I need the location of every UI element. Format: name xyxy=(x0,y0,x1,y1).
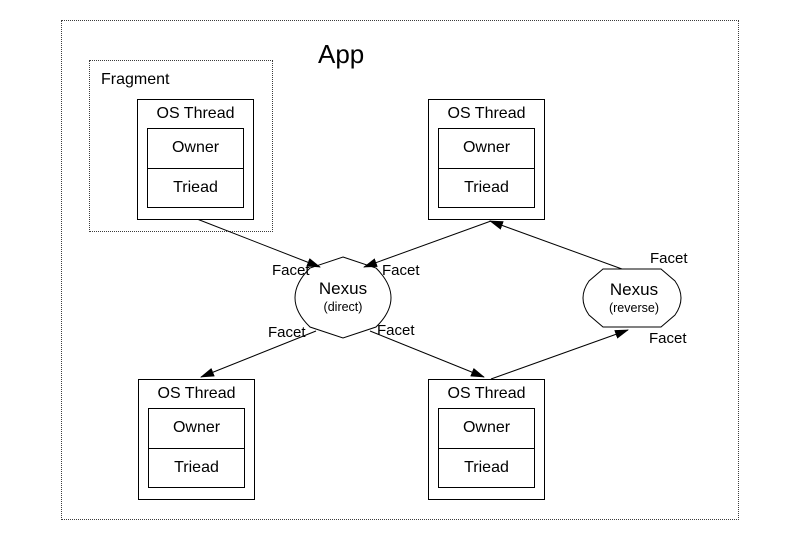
nexus-direct-label: Nexus (direct) xyxy=(298,280,388,315)
nexus-reverse-label: Nexus (reverse) xyxy=(589,281,679,316)
fragment-title: Fragment xyxy=(101,71,170,88)
os-thread-box-fragment: OS Thread Owner Triead xyxy=(137,99,254,220)
triead-cell: Triead xyxy=(464,458,509,476)
triead-cell: Triead xyxy=(464,178,509,196)
owner-cell: Owner xyxy=(439,409,534,449)
edge-nexus-reverse-to-thread-top-right xyxy=(489,220,623,270)
edge-thread-top-right-to-nexus-direct xyxy=(363,220,492,268)
triead-cell: Triead xyxy=(173,178,218,196)
owner-cell: Owner xyxy=(439,129,534,169)
os-thread-box-bottom-left: OS Thread Owner Triead xyxy=(138,379,255,500)
os-thread-inner-box: Owner Triead xyxy=(438,128,535,208)
nexus-name: Nexus xyxy=(609,280,659,299)
os-thread-box-top-right: OS Thread Owner Triead xyxy=(428,99,545,220)
facet-label: Facet xyxy=(649,330,687,347)
facet-label: Facet xyxy=(377,322,415,339)
os-thread-title: OS Thread xyxy=(156,105,235,122)
nexus-reverse-shape xyxy=(582,268,682,328)
facet-label: Facet xyxy=(268,324,306,341)
os-thread-inner-box: Owner Triead xyxy=(438,408,535,488)
facet-label: Facet xyxy=(382,262,420,279)
owner-cell: Owner xyxy=(148,129,243,169)
os-thread-inner-box: Owner Triead xyxy=(148,408,245,488)
os-thread-title: OS Thread xyxy=(447,385,526,402)
triead-cell: Triead xyxy=(174,458,219,476)
os-thread-box-bottom-right: OS Thread Owner Triead xyxy=(428,379,545,500)
nexus-direct-shape xyxy=(294,256,392,339)
edge-nexus-direct-to-thread-bottom-left xyxy=(200,330,317,378)
os-thread-inner-box: Owner Triead xyxy=(147,128,244,208)
edge-thread-bottom-right-to-nexus-reverse xyxy=(490,329,629,380)
os-thread-title: OS Thread xyxy=(447,105,526,122)
nexus-mode: (reverse) xyxy=(608,301,659,315)
facet-label: Facet xyxy=(650,250,688,267)
edge-fragment-thread-to-nexus-direct xyxy=(196,218,321,268)
os-thread-title: OS Thread xyxy=(157,385,236,402)
facet-label: Facet xyxy=(272,262,310,279)
app-container-box xyxy=(61,20,739,520)
edge-nexus-direct-to-thread-bottom-right xyxy=(369,330,485,378)
nexus-name: Nexus xyxy=(318,279,368,298)
app-title: App xyxy=(318,39,365,69)
owner-cell: Owner xyxy=(149,409,244,449)
fragment-box xyxy=(89,60,273,232)
nexus-mode: (direct) xyxy=(323,300,363,314)
